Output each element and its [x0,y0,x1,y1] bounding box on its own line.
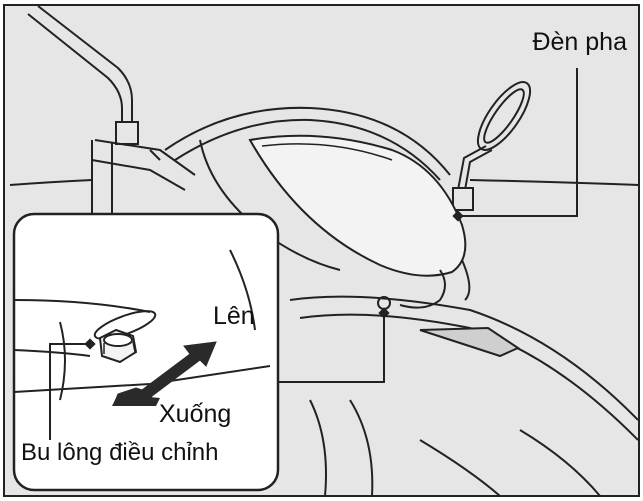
inset-panel [12,212,280,492]
lens-highlight [261,143,393,161]
front-reflector [419,326,521,358]
headlight-leader-line [458,68,578,217]
handlebar-left [9,139,196,215]
left-mirror [27,5,139,145]
headlight-lens [248,134,467,277]
body-edge-right [469,179,639,186]
adjusting-bolt-shape [98,328,138,364]
headlight-label: Đèn pha [532,28,627,56]
up-down-arrow [112,341,217,406]
adjusting-bolt-label: Bu lông điều chỉnh [19,439,221,466]
headlight-leader-dot [452,210,464,222]
right-mirror [452,81,532,211]
headlight-mount [377,259,471,310]
bolt-leader-line [49,343,90,444]
inset-connector-dot [378,307,390,319]
down-direction-label: Xuống [159,400,232,428]
inset-bracket [13,249,271,401]
inset-connector-line [278,313,385,383]
up-direction-label: Lên [213,302,255,330]
